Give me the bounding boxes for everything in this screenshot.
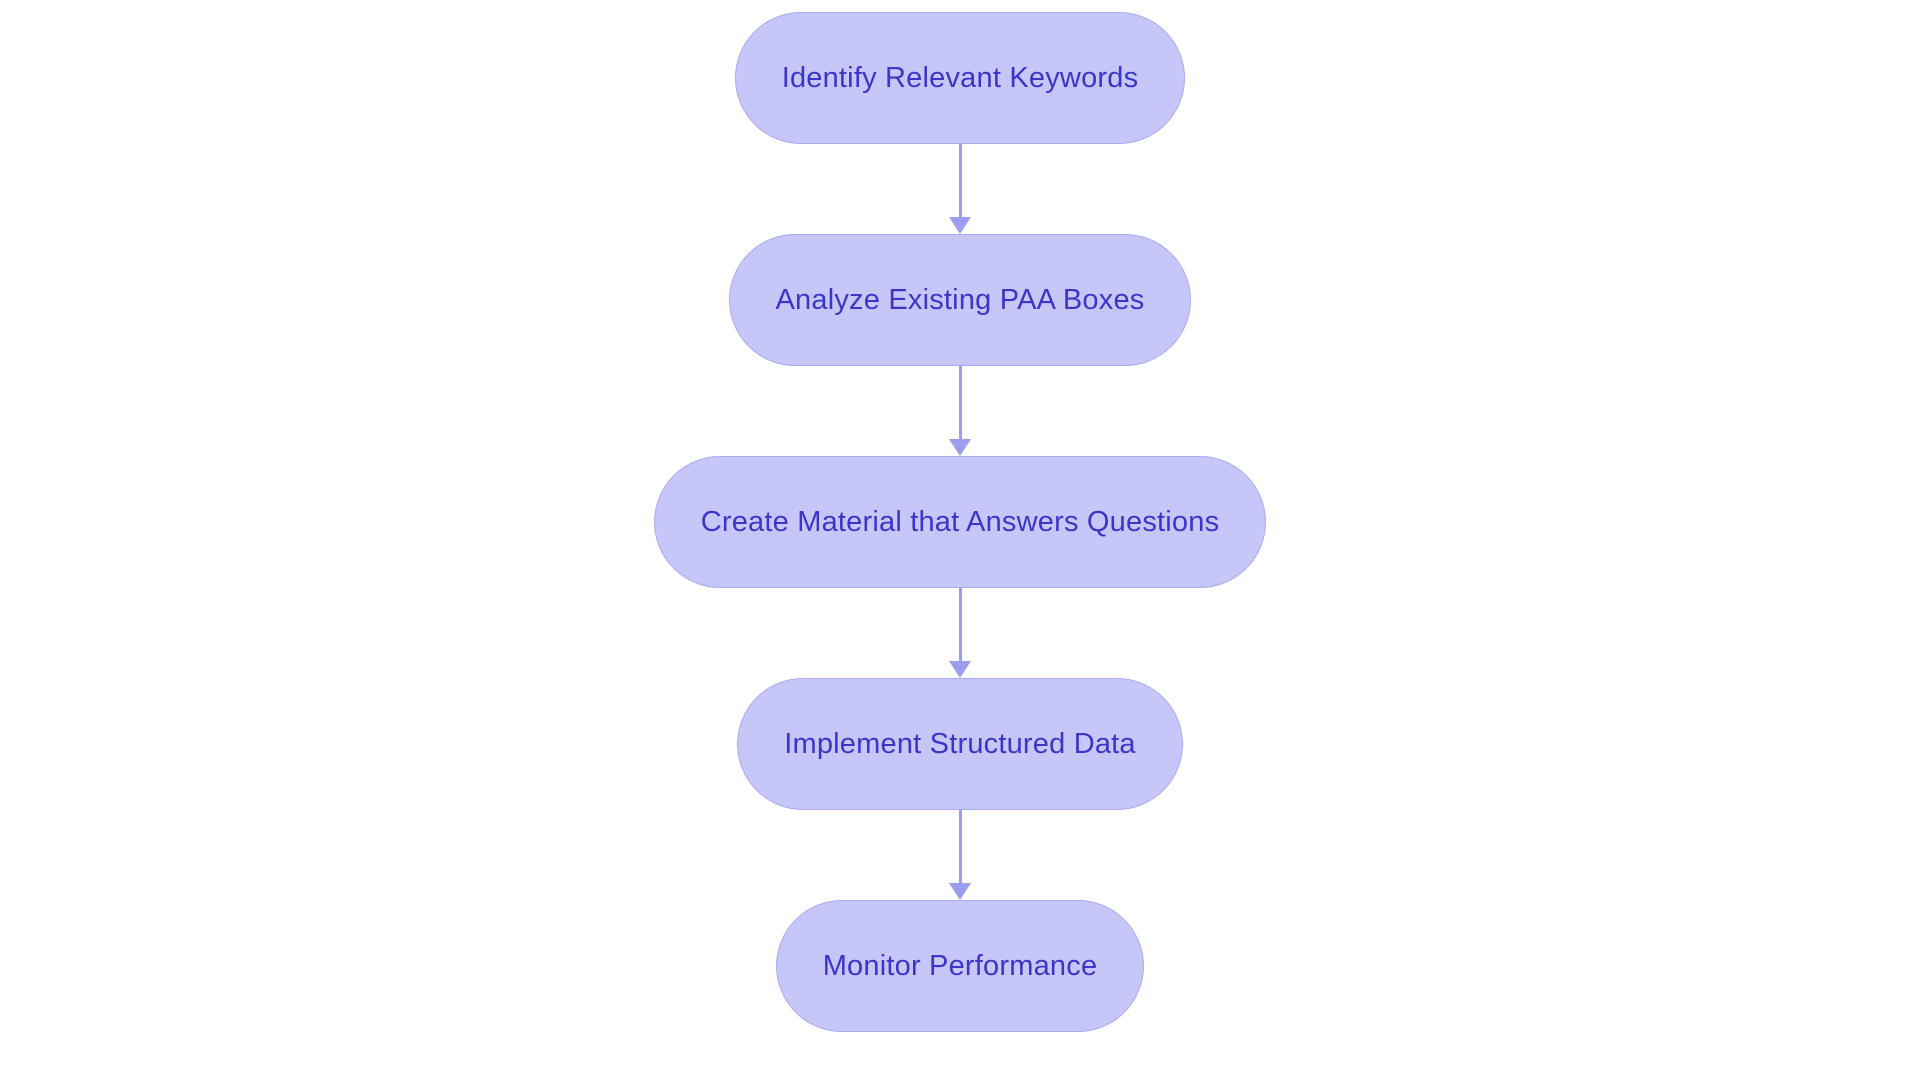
flowchart-node-identify-relevant-keywords[interactable]: Identify Relevant Keywords bbox=[734, 12, 1186, 144]
flowchart-edge-n4-n5 bbox=[940, 810, 980, 900]
node-label: Analyze Existing PAA Boxes bbox=[775, 283, 1145, 316]
node-label: Identify Relevant Keywords bbox=[781, 61, 1139, 94]
flowchart-node-monitor-performance[interactable]: Monitor Performance bbox=[775, 900, 1145, 1032]
down-arrow-icon bbox=[949, 439, 971, 456]
node-label: Implement Structured Data bbox=[784, 727, 1136, 760]
edge-line bbox=[958, 144, 962, 218]
flowchart-node-create-material-that-answers-questions[interactable]: Create Material that Answers Questions bbox=[653, 456, 1267, 588]
down-arrow-icon bbox=[949, 217, 971, 234]
edge-line bbox=[958, 810, 962, 884]
edge-line bbox=[958, 366, 962, 440]
flowchart-edge-n1-n2 bbox=[940, 144, 980, 234]
flowchart-node-analyze-existing-paa-boxes[interactable]: Analyze Existing PAA Boxes bbox=[728, 234, 1192, 366]
flowchart-node-implement-structured-data[interactable]: Implement Structured Data bbox=[737, 678, 1183, 810]
down-arrow-icon bbox=[949, 883, 971, 900]
down-arrow-icon bbox=[949, 661, 971, 678]
node-label: Create Material that Answers Questions bbox=[700, 505, 1220, 538]
node-label: Monitor Performance bbox=[822, 949, 1098, 982]
flowchart-edge-n3-n4 bbox=[940, 588, 980, 678]
edge-line bbox=[958, 588, 962, 662]
flowchart-edge-n2-n3 bbox=[940, 366, 980, 456]
